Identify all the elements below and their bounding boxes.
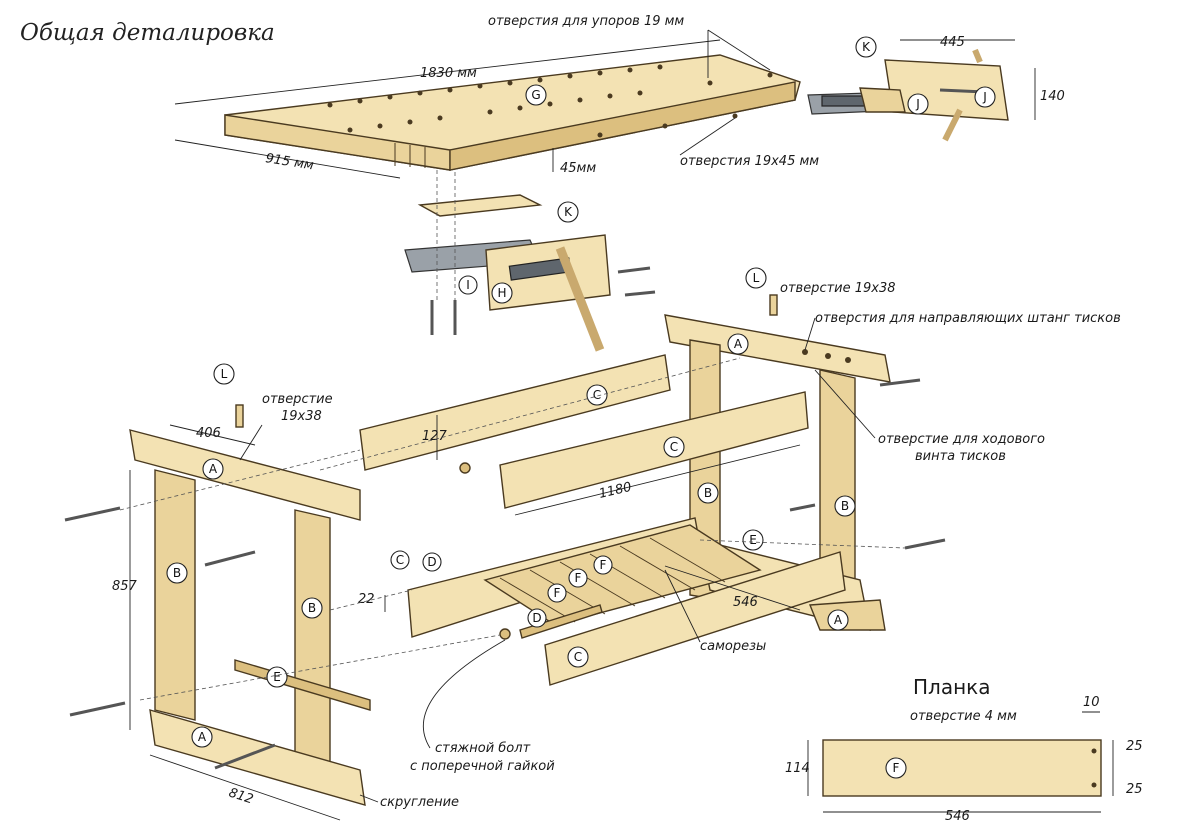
part-k-label-top: K xyxy=(862,40,871,54)
dim-top-width: 915 мм xyxy=(264,151,314,173)
diagram-title: Общая деталировка xyxy=(20,20,275,46)
label-guide-holes: отверстия для направляющих штанг тисков xyxy=(815,311,1121,326)
dim-vise-width: 445 xyxy=(940,35,965,50)
dowel-l-left xyxy=(235,404,244,428)
part-a-label-left-top: A xyxy=(209,462,218,476)
dowel-l-right xyxy=(769,294,778,316)
tail-vise: K J J xyxy=(807,36,1009,142)
part-h-label: H xyxy=(497,286,506,300)
part-a-label-right-bottom: A xyxy=(834,613,843,627)
label-screws: саморезы xyxy=(700,639,766,654)
inset-edge-top: 25 xyxy=(1126,739,1143,754)
part-l-label-left: L xyxy=(221,367,228,381)
dim-top-thickness: 45мм xyxy=(560,161,596,176)
label-hole-left-line2: 19х38 xyxy=(281,409,322,424)
part-f-label-3: F xyxy=(600,558,607,572)
part-c-label-2: C xyxy=(670,440,678,454)
part-e-label-left: E xyxy=(273,670,281,684)
part-j-label-1: J xyxy=(915,97,920,111)
front-vise: K I H xyxy=(404,194,656,352)
workbench-top: G xyxy=(224,54,801,171)
part-c-label-shelf-1: C xyxy=(396,553,404,567)
part-k-label-2: K xyxy=(564,205,573,219)
label-rounding: скругление xyxy=(380,795,459,810)
label-bolt-line1: стяжной болт xyxy=(435,741,531,756)
label-holes-19x45: отверстия 19х45 мм xyxy=(680,154,819,169)
inset-slat xyxy=(822,739,1102,797)
label-stop-holes: отверстия для упоров 19 мм xyxy=(488,14,684,29)
dim-slat-length: 546 xyxy=(733,595,758,610)
upper-rails: C C xyxy=(359,354,809,509)
inset-height: 114 xyxy=(785,761,810,776)
dim-leg-top: 406 xyxy=(196,426,221,441)
dim-rail-thick: 22 xyxy=(358,592,375,607)
dim-base-depth: 812 xyxy=(227,786,255,808)
part-f-label-2: F xyxy=(575,571,582,585)
dim-vise-height: 140 xyxy=(1040,89,1065,104)
part-l-label-right: L xyxy=(753,271,760,285)
label-hole-19x38-right: отверстие 19х38 xyxy=(780,281,896,296)
part-d-label-1: D xyxy=(427,555,436,569)
left-leg-assembly: A B B E A xyxy=(64,429,371,806)
inset-length: 546 xyxy=(945,809,970,824)
part-b-label-right-2: B xyxy=(841,499,849,513)
part-b-label-left-1: B xyxy=(173,566,181,580)
dim-leg-height: 857 xyxy=(112,579,138,594)
dim-top-length: 1830 мм xyxy=(420,66,477,81)
part-d-label-2: D xyxy=(532,611,541,625)
label-hole-left-line1: отверстие xyxy=(262,392,333,407)
label-bolt-line2: с поперечной гайкой xyxy=(410,759,555,774)
label-screw-hole-line2: винта тисков xyxy=(915,449,1006,464)
part-a-label-right-top: A xyxy=(734,337,743,351)
label-screw-hole-line1: отверстие для ходового xyxy=(878,432,1045,447)
part-j-label-2: J xyxy=(982,90,987,104)
inset-offset: 10 xyxy=(1083,695,1100,710)
part-b-label-left-2: B xyxy=(308,601,316,615)
lower-shelf: C D F F F D C xyxy=(390,517,846,686)
inset-hole-label: отверстие 4 мм xyxy=(910,709,1017,724)
part-f-label-1: F xyxy=(554,586,561,600)
slat-inset: Планка отверстие 4 мм F 10 114 25 25 546 xyxy=(785,675,1143,824)
dim-rail-length: 1180 xyxy=(598,480,634,502)
dim-rail-height: 127 xyxy=(422,429,448,444)
dog-holes xyxy=(327,64,773,138)
part-c-label-shelf-2: C xyxy=(574,650,582,664)
inset-part-label: F xyxy=(893,761,900,775)
part-i-label: I xyxy=(466,278,470,292)
part-a-label-left-bottom: A xyxy=(198,730,207,744)
part-b-label-right-1: B xyxy=(704,486,712,500)
part-e-label-right: E xyxy=(749,533,757,547)
inset-title: Планка xyxy=(913,675,991,699)
inset-edge-bottom: 25 xyxy=(1126,782,1143,797)
part-g-label: G xyxy=(531,88,540,102)
part-c-label-1: C xyxy=(593,388,601,402)
